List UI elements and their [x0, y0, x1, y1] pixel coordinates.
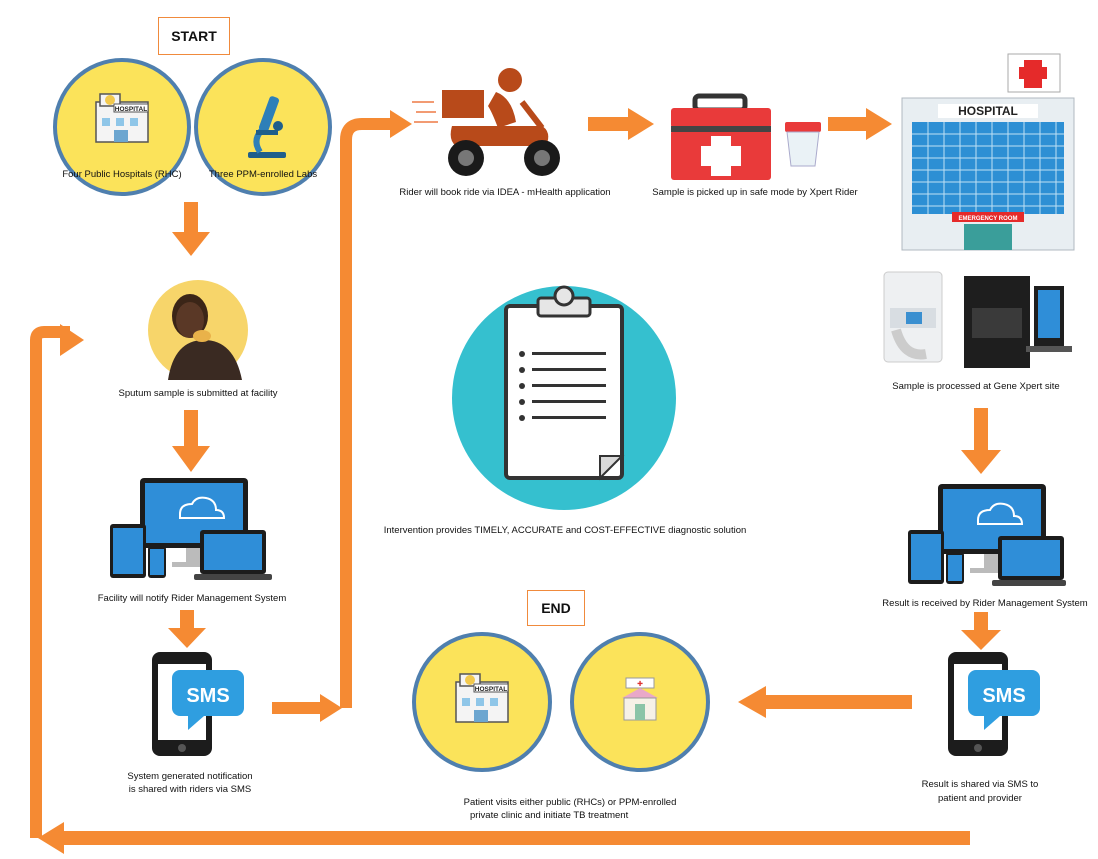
sms-phone-right-icon: SMS [948, 652, 1040, 756]
processed-caption: Sample is processed at Gene Xpert site [892, 381, 1060, 392]
devices-left-icon [110, 478, 272, 580]
system-sms-caption-1: System generated notification [127, 771, 253, 782]
hospital-sign: HOSPITAL [958, 104, 1018, 118]
result-shared-caption-1: Result is shared via SMS to [921, 779, 1039, 790]
svg-text:✚: ✚ [637, 680, 643, 688]
patient-visit-caption-2: private clinic and initiate TB treatment [470, 810, 629, 821]
end-hospital-icon: HOSPITAL [455, 673, 509, 723]
coughing-man-icon [148, 280, 248, 380]
three-labs-caption: Three PPM-enrolled Labs [208, 169, 318, 180]
sample-pickup-caption: Sample is picked up in safe mode by Xper… [652, 187, 858, 198]
scooter-rider-icon [412, 68, 560, 176]
hospital-small-icon: HOSPITAL [95, 93, 149, 143]
start-label: START [158, 17, 230, 55]
sputum-caption: Sputum sample is submitted at facility [118, 388, 278, 399]
return-arrow-head-left [38, 822, 64, 854]
clipboard-icon [452, 285, 676, 510]
hospital-building-icon: HOSPITAL EMERGENCY ROOM [901, 53, 1075, 251]
result-received-caption: Result is received by Rider Management S… [882, 598, 1088, 609]
gene-xpert-machine-icon [883, 271, 1072, 368]
rider-book-caption: Rider will book ride via IDEA - mHealth … [399, 187, 611, 198]
emergency-sign: EMERGENCY ROOM [959, 216, 1018, 222]
system-sms-caption-2: is shared with riders via SMS [128, 784, 252, 795]
end-label: END [527, 590, 585, 626]
first-aid-kit-icon [671, 93, 821, 180]
end-hospital-sign: HOSPITAL [475, 686, 507, 693]
devices-right-icon [908, 484, 1066, 586]
return-arrow-left-vertical [30, 326, 70, 838]
private-clinic-icon: ✚ [622, 677, 658, 721]
microscope-icon [248, 96, 286, 158]
patient-visit-caption-1: Patient visits either public (RHCs) or P… [463, 797, 677, 808]
result-shared-caption-2: patient and provider [938, 793, 1022, 804]
intervention-caption: Intervention provides TIMELY, ACCURATE a… [383, 525, 747, 536]
return-arrow-head-up [60, 324, 84, 356]
sms-text-left: SMS [186, 685, 229, 707]
sms-text-right: SMS [982, 685, 1025, 707]
hospital-small-sign: HOSPITAL [115, 106, 147, 113]
four-hospitals-caption: Four Public Hospitals (RHC) [62, 169, 182, 180]
sms-phone-left-icon: SMS [152, 652, 244, 756]
facility-notify-caption: Facility will notify Rider Management Sy… [97, 593, 287, 604]
